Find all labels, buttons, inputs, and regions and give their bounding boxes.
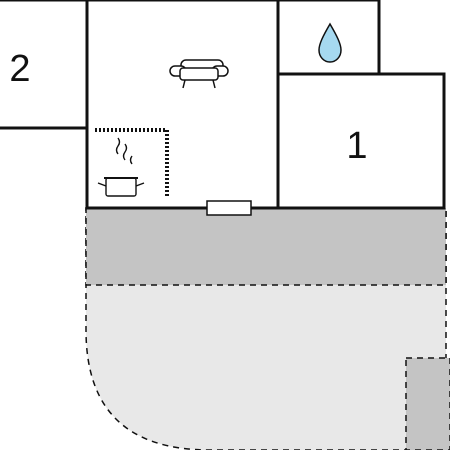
living-room xyxy=(85,0,280,210)
sofa-icon xyxy=(169,59,229,89)
kitchen-counter xyxy=(95,128,169,198)
door-icon xyxy=(206,200,252,216)
bedroom-1 xyxy=(276,72,446,210)
bedroom-1-label: 1 xyxy=(346,125,367,167)
water-drop-icon xyxy=(318,22,342,63)
covered-terrace xyxy=(85,207,447,286)
bedroom-2 xyxy=(0,0,89,130)
bedroom-2-label: 2 xyxy=(9,48,30,90)
cooking-pot-icon xyxy=(97,137,145,197)
outdoor-storage xyxy=(405,357,450,450)
